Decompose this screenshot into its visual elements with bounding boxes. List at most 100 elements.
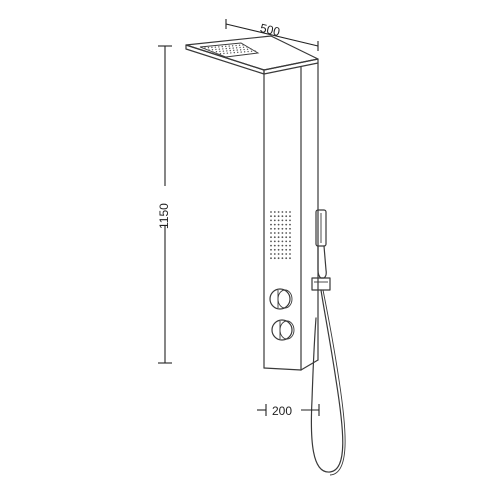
jet-nozzle — [273, 236, 276, 239]
jet-nozzle — [289, 215, 291, 218]
rain-nozzle — [229, 47, 231, 50]
jet-nozzle — [277, 223, 280, 226]
jet-nozzle — [273, 248, 276, 251]
rain-nozzle — [219, 50, 221, 53]
jet-nozzle — [273, 244, 276, 247]
jet-nozzle — [273, 215, 276, 218]
rain-nozzle — [243, 51, 246, 53]
jet-nozzle — [273, 227, 276, 230]
rain-nozzle — [228, 45, 230, 47]
jet-nozzle — [270, 219, 272, 222]
jet-nozzle — [277, 232, 280, 234]
rain-nozzle — [230, 52, 232, 54]
height-label: 1150 — [157, 203, 171, 229]
rain-nozzle — [242, 46, 245, 48]
jet-nozzle — [285, 248, 288, 251]
rain-nozzle — [233, 49, 235, 52]
jet-nozzle — [277, 227, 280, 230]
hose — [310, 289, 346, 476]
jet-nozzle — [270, 257, 272, 260]
rain-nozzle — [218, 48, 221, 50]
rain-nozzle — [236, 49, 238, 51]
hand-shower — [311, 209, 331, 291]
rain-nozzle — [246, 46, 248, 48]
jet-nozzle — [277, 215, 280, 218]
jet-nozzle — [273, 232, 276, 234]
rain-nozzle — [204, 47, 206, 49]
rain-nozzle — [243, 48, 245, 51]
rain-nozzle — [226, 50, 228, 52]
rain-nozzle — [233, 51, 235, 54]
jet-nozzle — [285, 227, 288, 230]
jet-nozzle — [270, 244, 272, 247]
rain-nozzle — [216, 53, 218, 55]
jet-nozzle — [281, 211, 284, 213]
jet-nozzle — [277, 253, 280, 255]
shower-head — [185, 35, 319, 75]
rain-nozzle — [208, 49, 210, 51]
jet-nozzle — [289, 248, 291, 251]
rain-nozzle — [219, 53, 222, 55]
body-jets — [270, 211, 291, 260]
jet-nozzle — [281, 223, 284, 226]
jet-nozzle — [277, 211, 280, 213]
height-dimension: 1150 — [157, 45, 173, 364]
rain-nozzle — [242, 44, 244, 46]
jet-nozzle — [270, 253, 272, 255]
jet-nozzle — [270, 240, 272, 243]
jet-nozzle — [277, 240, 280, 243]
rain-nozzle — [235, 44, 237, 47]
panel-column — [263, 62, 319, 371]
jet-nozzle — [270, 227, 272, 230]
rain-nozzle — [229, 49, 231, 52]
rain-nozzle — [211, 46, 213, 49]
jet-nozzle — [281, 236, 284, 239]
rain-nozzle — [214, 46, 217, 48]
depth-dimension: 200 — [257, 404, 320, 418]
rain-nozzle — [247, 50, 249, 53]
jet-nozzle — [270, 248, 272, 251]
rain-nozzle — [218, 46, 220, 48]
jet-nozzle — [270, 236, 272, 239]
jet-nozzle — [289, 219, 291, 222]
rain-nozzle — [212, 51, 214, 53]
jet-nozzle — [281, 257, 284, 260]
jet-nozzle — [285, 257, 288, 260]
rain-nozzle — [215, 51, 218, 53]
rain-nozzle — [226, 52, 229, 54]
jet-nozzle — [285, 244, 288, 247]
rain-nozzle — [231, 45, 234, 47]
rain-nozzle — [239, 49, 242, 51]
width-label: 500 — [259, 21, 282, 39]
jet-nozzle — [285, 223, 288, 226]
jet-nozzle — [285, 240, 288, 243]
jet-nozzle — [281, 232, 284, 234]
jet-nozzle — [273, 219, 276, 222]
rain-nozzle — [254, 50, 256, 52]
jet-nozzle — [289, 211, 291, 213]
jet-nozzle — [270, 215, 272, 218]
rain-nozzle — [239, 46, 241, 49]
jet-nozzle — [281, 248, 284, 251]
jet-nozzle — [281, 244, 284, 247]
rain-nozzle — [207, 47, 210, 49]
jet-nozzle — [281, 219, 284, 222]
jet-nozzle — [285, 232, 288, 234]
rain-nozzle — [246, 48, 249, 50]
rain-nozzle — [221, 45, 223, 48]
jet-nozzle — [289, 227, 291, 230]
rain-nozzle — [211, 49, 214, 51]
jet-nozzle — [270, 211, 272, 213]
rain-nozzle — [225, 47, 227, 50]
jet-nozzle — [277, 257, 280, 260]
rain-nozzle — [232, 47, 234, 49]
rain-nozzle — [225, 45, 227, 48]
jet-nozzle — [270, 232, 272, 234]
jet-nozzle — [281, 215, 284, 218]
jet-nozzle — [270, 223, 272, 226]
jet-nozzle — [285, 211, 288, 213]
jet-nozzle — [273, 253, 276, 255]
rain-nozzle — [235, 47, 238, 49]
rain-nozzle — [223, 52, 225, 55]
